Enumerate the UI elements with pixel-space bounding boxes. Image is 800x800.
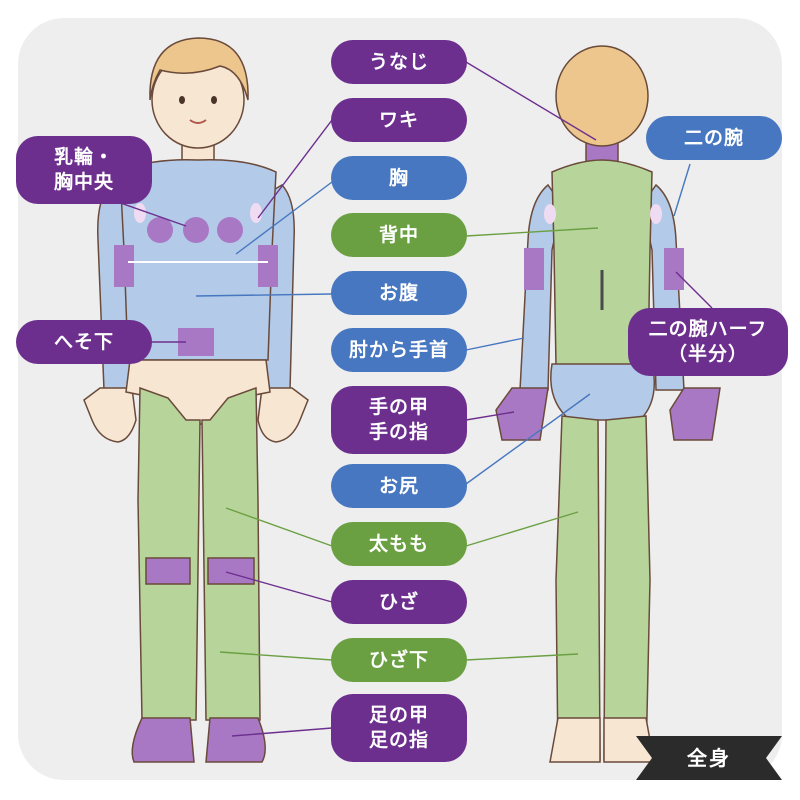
label-hizashita: ひざ下 [331,638,467,682]
badge-label: 全身 [687,746,731,770]
label-ninowan-half: 二の腕ハーフ（半分） [628,308,788,376]
label-nyurin: 乳輪・胸中央 [16,136,152,204]
front-face [179,96,217,104]
label-ashi: 足の甲足の指 [331,694,467,762]
badge-shape [636,736,782,780]
label-mune: 胸 [331,156,467,200]
label-hesoshita: へそ下 [16,320,152,364]
label-hiji: 肘から手首 [331,328,467,372]
back-markers [524,204,684,290]
label-ninowan: 二の腕 [646,116,782,160]
label-waki: ワキ [331,98,467,142]
front-mouth [189,119,207,124]
label-te: 手の甲手の指 [331,386,467,454]
label-futomomo: 太もも [331,522,467,566]
label-senaka: 背中 [331,213,467,257]
label-hiza: ひざ [331,580,467,624]
back-figure [495,45,721,763]
connector-lines [111,61,713,737]
label-onaka: お腹 [331,271,467,315]
label-oshiri: お尻 [331,464,467,508]
front-markers [114,203,278,356]
zenshin-badge: 全身 [636,736,782,780]
label-unaji: うなじ [331,40,467,84]
